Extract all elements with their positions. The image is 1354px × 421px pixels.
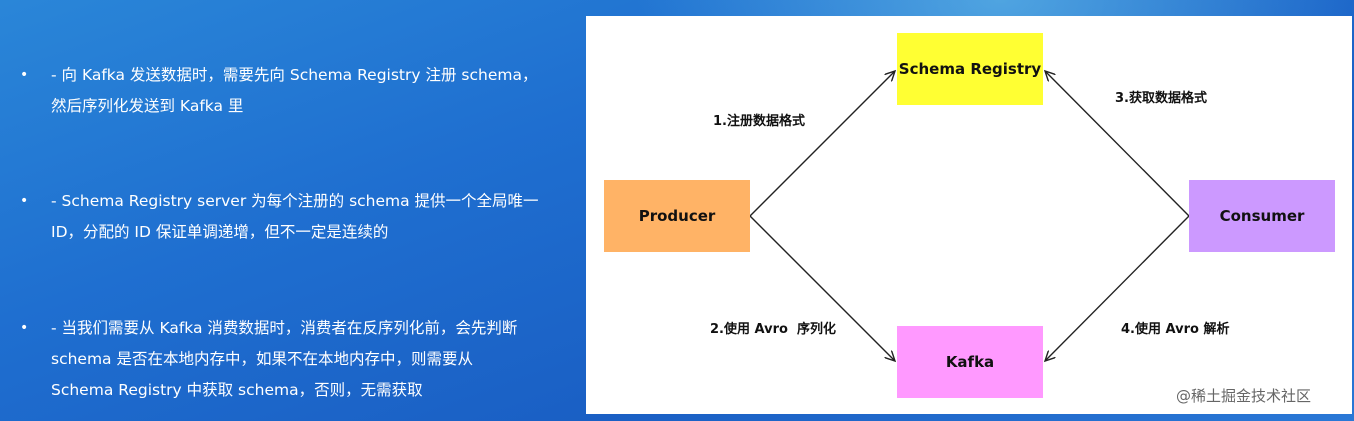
node-kafka: Kafka [897,326,1043,398]
bullet-text: - 向 Kafka 发送数据时，需要先向 Schema Registry 注册 … [51,60,581,122]
diagram-edges [749,16,1190,414]
edge-label-fetch-format: 3.获取数据格式 [1115,91,1207,106]
bullet-line: schema 是否在本地内存中，如果不在本地内存中，则需要从 [51,350,473,368]
node-schema-registry: Schema Registry [897,33,1043,105]
edge-label-avro-serialize: 2.使用 Avro 序列化 [710,322,836,337]
node-consumer: Consumer [1189,180,1335,252]
bullet-line: ID，分配的 ID 保证单调递增，但不一定是连续的 [51,223,389,241]
edge-consumer-to-kafka [1045,215,1190,361]
bullet-line: - 向 Kafka 发送数据时，需要先向 Schema Registry 注册 … [51,66,538,84]
edge-producer-to-kafka [749,215,895,361]
edge-label-register-format: 1.注册数据格式 [713,114,805,129]
edge-consumer-to-schema-registry [1045,71,1190,217]
diagram-panel: Schema Registry Producer Consumer Kafka … [586,16,1352,414]
bullet-text: - Schema Registry server 为每个注册的 schema 提… [51,186,581,248]
bullet-marker: • [20,320,29,336]
bullet-marker: • [20,67,29,83]
bullet-text: - 当我们需要从 Kafka 消费数据时，消费者在反序列化前，会先判断 sche… [51,313,581,406]
node-producer: Producer [604,180,750,252]
bullet-line: 然后序列化发送到 Kafka 里 [51,97,244,115]
edge-producer-to-schema-registry [749,71,895,217]
bullet-marker: • [20,193,29,209]
bullet-line: Schema Registry 中获取 schema，否则，无需获取 [51,381,423,399]
footer-watermark: @稀土掘金技术社区 [1176,387,1312,405]
bullet-line: - 当我们需要从 Kafka 消费数据时，消费者在反序列化前，会先判断 [51,319,518,337]
bullet-list: • - 向 Kafka 发送数据时，需要先向 Schema Registry 注… [0,0,585,421]
bullet-line: - Schema Registry server 为每个注册的 schema 提… [51,192,539,210]
edge-label-avro-parse: 4.使用 Avro 解析 [1121,322,1230,337]
